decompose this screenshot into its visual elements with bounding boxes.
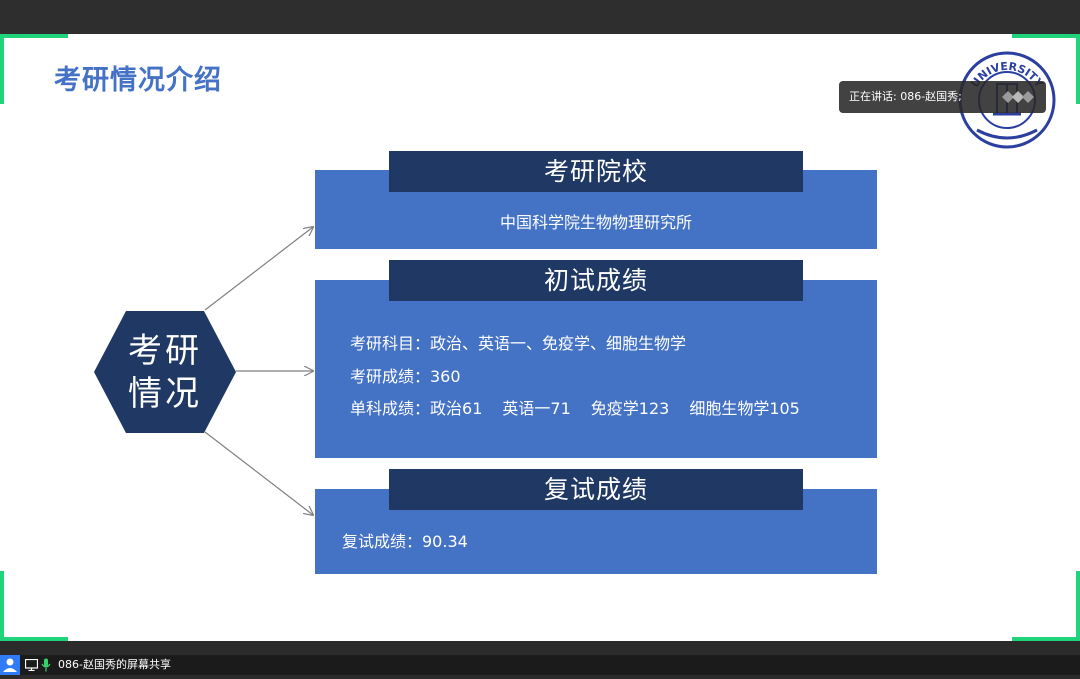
hexagon-label-line1: 考研 <box>128 331 202 371</box>
single-scores-label: 单科成绩： <box>350 399 431 418</box>
hexagon-label-line2: 情况 <box>128 374 202 414</box>
exam-total-score: 考研成绩：360 <box>350 367 461 386</box>
arrow-to-school <box>204 227 313 311</box>
meeting-status-bar: 086-赵国秀的屏幕共享 <box>0 655 1080 675</box>
speaker-indicator-icon <box>1002 91 1034 103</box>
shared-slide: 考研情况介绍 UNIVERSITY 正在讲话: 086-赵国秀; <box>0 34 1080 641</box>
score-politics: 政治61 <box>430 399 483 418</box>
initial-exam-panel <box>315 280 877 458</box>
user-icon[interactable] <box>0 655 20 675</box>
slide-title: 考研情况介绍 <box>54 65 222 96</box>
corner-marker-bottom-left <box>0 571 68 641</box>
arrow-to-retest <box>204 431 313 515</box>
speaking-toast: 正在讲话: 086-赵国秀; <box>839 81 1046 113</box>
score-english: 英语一71 <box>502 399 571 418</box>
connector-arrows <box>204 34 1080 641</box>
screen-share-status: 086-赵国秀的屏幕共享 <box>58 658 171 671</box>
retest-score: 复试成绩：90.34 <box>342 532 468 551</box>
exam-subjects: 考研科目：政治、英语一、免疫学、细胞生物学 <box>350 334 687 353</box>
screen-share-icon[interactable] <box>25 659 38 671</box>
corner-marker-top-left <box>0 34 68 104</box>
microphone-icon[interactable] <box>41 658 51 672</box>
speaking-toast-text: 正在讲话: 086-赵国秀; <box>849 90 962 103</box>
school-header: 考研院校 <box>389 151 803 192</box>
score-cell-biology: 细胞生物学105 <box>689 399 800 418</box>
hexagon-shape <box>94 311 236 433</box>
score-immunology: 免疫学123 <box>590 399 670 418</box>
initial-exam-header: 初试成绩 <box>389 260 803 301</box>
single-subject-scores: 单科成绩：政治61 英语一71 免疫学123 细胞生物学105 <box>350 395 820 419</box>
top-bar <box>0 0 1080 34</box>
hexagon-label: 考研 情况 <box>94 330 236 416</box>
corner-marker-top-right <box>1012 34 1080 104</box>
school-name: 中国科学院生物物理研究所 <box>499 213 692 232</box>
retest-header: 复试成绩 <box>389 469 803 510</box>
corner-marker-bottom-right <box>1012 571 1080 641</box>
